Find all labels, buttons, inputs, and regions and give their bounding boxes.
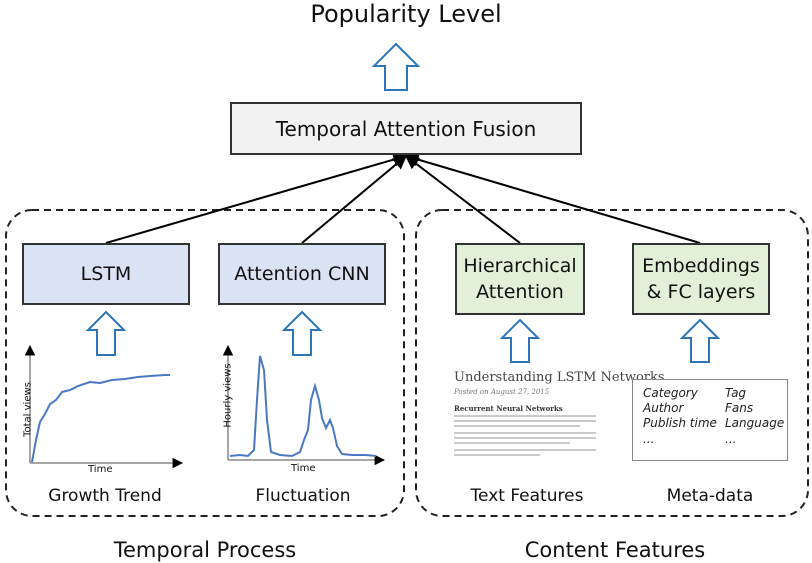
diagram-title: Popularity Level — [310, 0, 502, 28]
fluctuation-xlabel: Time — [291, 463, 316, 474]
meta-field: Publish time — [643, 416, 717, 430]
meta-field: Tag — [725, 386, 747, 400]
connector-hierarchical — [404, 155, 521, 244]
temporal-process-label: Temporal Process — [113, 538, 297, 562]
fluctuation-curve — [229, 355, 377, 458]
fluctuation-plot — [222, 344, 386, 466]
article-date: Posted on August 27, 2015 — [454, 388, 550, 396]
caption-fluctuation: Fluctuation — [255, 486, 351, 506]
growth-trend-plot — [24, 344, 184, 469]
caption-growth-trend: Growth Trend — [48, 486, 162, 506]
up-arrow-icon — [499, 318, 541, 363]
caption-text-features: Text Features — [470, 486, 584, 506]
attention-cnn-box: Attention CNN — [218, 243, 386, 305]
connector-attention-cnn — [301, 155, 408, 244]
fluctuation-ylabel: Hourly views — [222, 363, 234, 428]
meta-field: ... — [643, 432, 655, 446]
growth-xlabel: Time — [88, 464, 113, 475]
hierarchical-attention-box: Hierarchical Attention — [455, 243, 585, 315]
content-features-label: Content Features — [524, 538, 706, 562]
connector-embeddings — [404, 152, 701, 244]
connector-lstm — [105, 152, 408, 244]
growth-curve — [31, 374, 170, 463]
embeddings-fc-box: Embeddings & FC layers — [632, 243, 770, 315]
article-title: Understanding LSTM Networks — [454, 370, 665, 385]
temporal-attention-fusion-box: Temporal Attention Fusion — [230, 102, 582, 155]
lstm-box: LSTM — [22, 243, 190, 305]
meta-field: ... — [725, 432, 737, 446]
up-arrow-icon — [679, 318, 721, 363]
metadata-card: Category Author Publish time ... Tag Fan… — [632, 379, 788, 461]
caption-meta-data: Meta-data — [666, 486, 754, 506]
article-section: Recurrent Neural Networks — [454, 404, 563, 413]
up-arrow-icon — [281, 310, 323, 356]
meta-field: Author — [643, 401, 684, 415]
content-group-border — [415, 209, 809, 517]
meta-field: Language — [725, 416, 785, 430]
up-arrow-icon — [85, 310, 127, 356]
meta-field: Fans — [725, 401, 754, 415]
meta-field: Category — [643, 386, 698, 400]
temporal-group-border — [5, 209, 405, 517]
article-page — [454, 415, 596, 456]
growth-ylabel: Total views — [22, 382, 34, 437]
up-arrow-icon — [371, 42, 421, 91]
